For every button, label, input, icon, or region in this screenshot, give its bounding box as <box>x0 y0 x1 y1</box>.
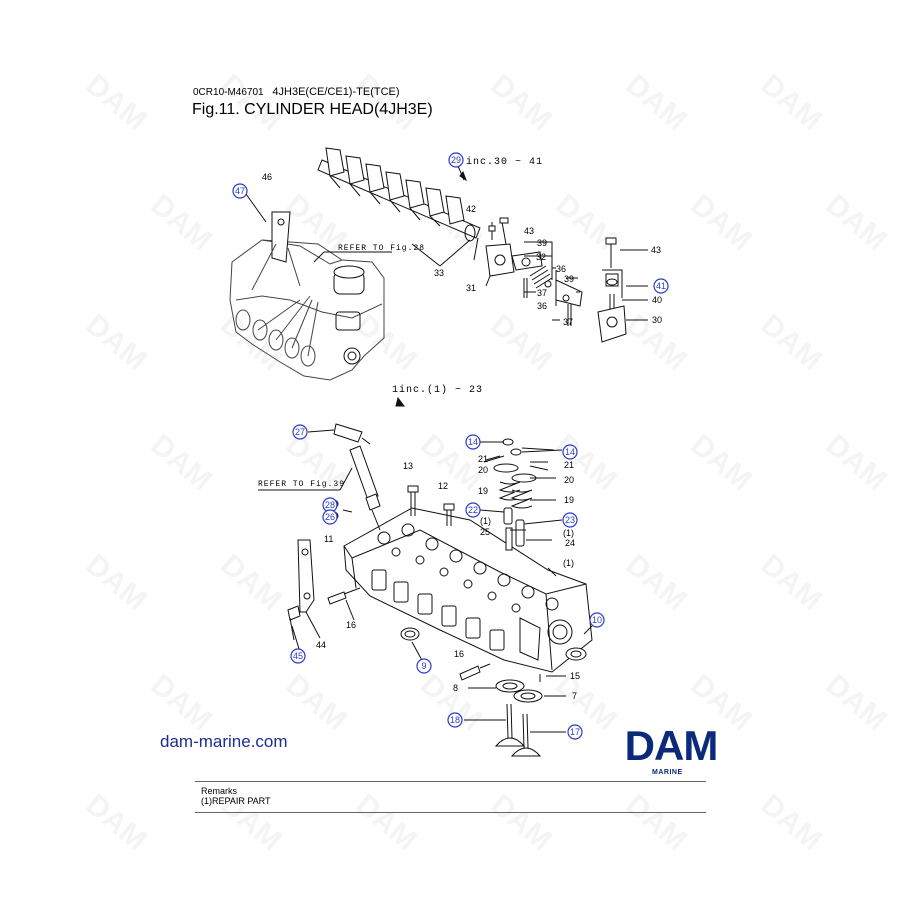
valves <box>494 703 542 757</box>
circled-part-number: 14 <box>468 437 478 447</box>
circled-part-badge: 23 <box>562 512 578 528</box>
note-head-assembly: 1inc.(1) ~ 23 <box>392 384 483 396</box>
circled-part-badge: 29 <box>448 152 464 168</box>
remarks-title: Remarks <box>201 786 238 796</box>
part-label: 20 <box>564 475 574 485</box>
part-label: 42 <box>466 204 476 214</box>
logo-text: DAM <box>625 722 718 769</box>
part-label: 43 <box>651 245 661 255</box>
circled-part-number: 28 <box>325 500 335 510</box>
logo-subtext: MARINE <box>652 769 683 776</box>
part-label-group: 46 42 43 39 32 36 37 39 36 37 33 31 43 4… <box>262 172 662 701</box>
rocker-arm-assembly <box>317 147 481 261</box>
remarks-item: (1)REPAIR PART <box>201 796 271 806</box>
part-label: 21 <box>478 454 488 464</box>
part-label: (1) <box>563 528 574 538</box>
circled-part-number: 23 <box>565 515 575 525</box>
part-label: 44 <box>316 640 326 650</box>
part-label: 19 <box>478 486 488 496</box>
part-label: 30 <box>652 315 662 325</box>
circled-part-number: 47 <box>235 186 245 196</box>
figure-title: Fig.11. CYLINDER HEAD(4JH3E) <box>192 101 433 118</box>
part-label: 7 <box>572 691 577 701</box>
circled-part-number: 18 <box>450 715 460 725</box>
remarks-bottom-divider <box>195 812 706 813</box>
circled-part-badge: 17 <box>567 724 583 740</box>
part-label: 16 <box>346 620 356 630</box>
circled-part-badge: 22 <box>465 502 481 518</box>
seals <box>400 627 587 661</box>
lifting-plate <box>287 539 315 641</box>
part-label: 36 <box>537 301 547 311</box>
circled-part-number: 14 <box>565 447 575 457</box>
circled-part-badge: 18 <box>447 712 463 728</box>
valve-train <box>493 438 537 551</box>
circled-part-number: 9 <box>421 661 426 671</box>
part-label: 43 <box>524 226 534 236</box>
part-label: 11 <box>324 534 333 544</box>
circled-part-badge: 26 <box>322 509 338 525</box>
part-label: 37 <box>537 288 547 298</box>
note-rocker-assembly: inc.30 ~ 41 <box>466 156 543 168</box>
circled-part-badge: 47 <box>232 183 248 199</box>
part-label: 21 <box>564 460 574 470</box>
circled-part-badge: 14 <box>562 444 578 460</box>
part-label: 13 <box>403 461 413 471</box>
engine-outline <box>229 211 385 381</box>
part-label: 8 <box>453 683 458 693</box>
circled-part-number: 45 <box>293 651 303 661</box>
circled-part-badge: 9 <box>416 658 432 674</box>
rocker-support <box>597 237 627 343</box>
part-label: (1) <box>563 558 574 568</box>
circled-part-badge: 45 <box>290 648 306 664</box>
part-label: 24 <box>565 538 575 548</box>
website-link[interactable]: dam-marine.com <box>160 732 288 751</box>
circled-part-badge: 10 <box>589 612 605 628</box>
circled-part-number: 17 <box>570 727 580 737</box>
circled-part-badge: 14 <box>465 434 481 450</box>
part-label: 40 <box>652 295 662 305</box>
circled-part-number: 22 <box>468 505 478 515</box>
part-label: 33 <box>434 268 444 278</box>
circled-part-badge: 28 <box>322 497 338 513</box>
part-label: 20 <box>478 465 488 475</box>
part-label: 16 <box>454 649 464 659</box>
part-label: (1) <box>480 516 491 526</box>
part-label: 31 <box>466 283 476 293</box>
part-label: 36 <box>556 264 566 274</box>
part-label: 15 <box>570 671 580 681</box>
model-name: 4JH3E(CE/CE1)-TE(TCE) <box>272 86 400 98</box>
refer-fig39: REFER TO Fig.39 <box>258 480 345 489</box>
circled-part-number: 29 <box>451 155 461 165</box>
circled-part-number: 27 <box>295 427 305 437</box>
part-label: 19 <box>564 495 574 505</box>
circled-label-group: 29 47 41 27 14 14 28 26 22 23 10 9 45 18… <box>232 152 669 740</box>
part-label: 46 <box>262 172 272 182</box>
part-label: 39 <box>537 238 547 248</box>
part-label: 12 <box>438 481 448 491</box>
part-label: 25 <box>480 527 490 537</box>
circled-part-badge: 27 <box>292 424 308 440</box>
part-label: 39 <box>564 274 574 284</box>
circled-part-number: 26 <box>325 512 335 522</box>
cylinder-head <box>343 507 593 673</box>
remarks-top-divider <box>195 781 706 782</box>
part-label: 37 <box>563 317 573 327</box>
circled-part-number: 10 <box>592 615 602 625</box>
circled-part-badge: 41 <box>653 278 669 294</box>
doc-code: 0CR10-M46701 <box>193 87 264 98</box>
circled-part-number: 41 <box>656 281 666 291</box>
injector <box>333 423 381 531</box>
dam-marine-logo: DAM <box>625 722 719 769</box>
refer-fig28: REFER TO Fig.28 <box>338 244 425 253</box>
document-header: 0CR10-M46701 4JH3E(CE/CE1)-TE(TCE) <box>193 86 400 98</box>
part-label: 32 <box>536 252 546 262</box>
rocker-bracket <box>485 217 583 326</box>
